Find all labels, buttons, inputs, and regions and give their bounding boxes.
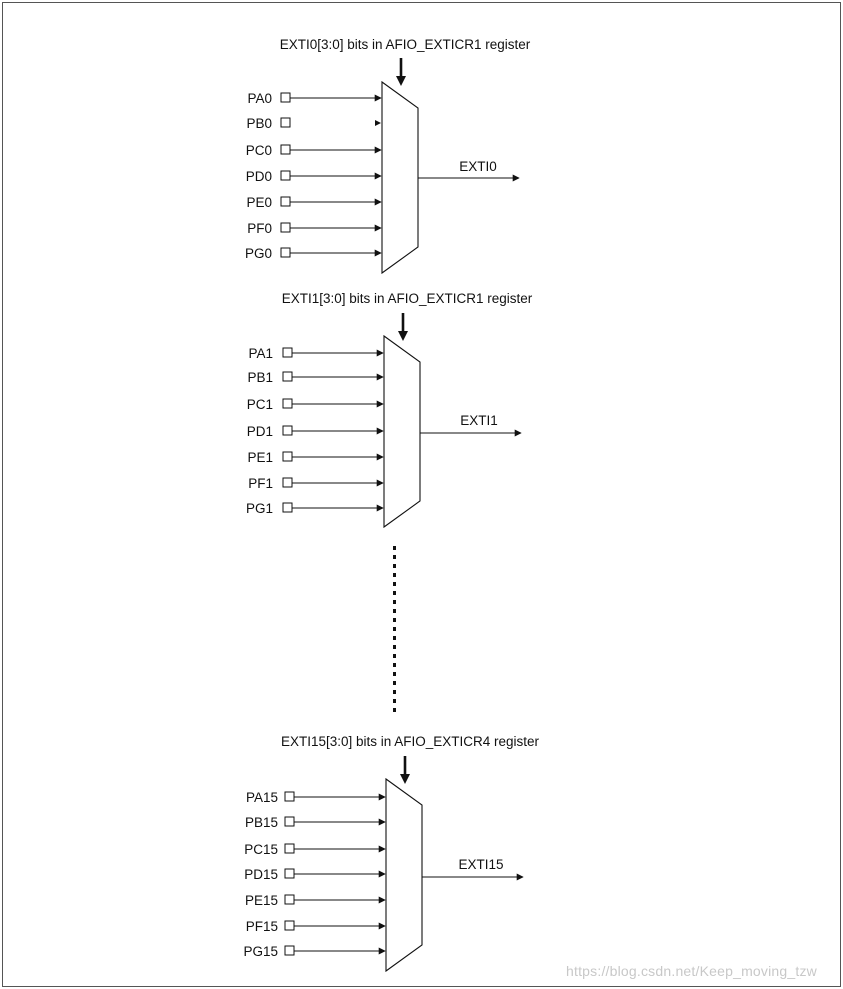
continuation-dot (393, 627, 396, 631)
pin-square (280, 117, 291, 128)
pin-square (280, 222, 291, 233)
input-pin-label: PD15 (244, 867, 278, 882)
input-pin-label: PA15 (246, 790, 278, 805)
input-pin-label: PB15 (245, 815, 278, 830)
input-pin-label: PE0 (246, 195, 272, 210)
continuation-dot (393, 582, 396, 586)
pin-square (282, 425, 293, 436)
continuation-dot (393, 618, 396, 622)
pin-square (280, 92, 291, 103)
continuation-dot (393, 663, 396, 667)
output-label: EXTI0 (459, 159, 497, 174)
input-pin-label: PG15 (243, 944, 278, 959)
watermark: https://blog.csdn.net/Keep_moving_tzw (566, 963, 817, 979)
continuation-dot (393, 600, 396, 604)
input-pin-label: PG1 (246, 501, 273, 516)
pin-square (282, 477, 293, 488)
continuation-dot (393, 708, 396, 712)
pin-square (284, 791, 295, 802)
input-pin-label: PG0 (245, 246, 272, 261)
pin-square (282, 502, 293, 513)
mux-group: EXTI15[3:0] bits in AFIO_EXTICR4 registe… (243, 734, 540, 973)
input-pin-label: PC15 (244, 842, 278, 857)
pin-square (280, 170, 291, 181)
select-arrow-head (396, 76, 406, 86)
input-pin-label: PC1 (247, 397, 273, 412)
continuation-dot (393, 690, 396, 694)
input-pin-label: PF15 (246, 919, 278, 934)
mux-group: EXTI0[3:0] bits in AFIO_EXTICR1 register… (245, 37, 531, 275)
continuation-dot (393, 609, 396, 613)
input-pin-label: PD0 (246, 169, 272, 184)
mux-group: EXTI1[3:0] bits in AFIO_EXTICR1 register… (246, 291, 533, 529)
register-label: EXTI15[3:0] bits in AFIO_EXTICR4 registe… (281, 734, 540, 749)
pin-square (280, 196, 291, 207)
input-pin-label: PB0 (246, 116, 272, 131)
pin-square (280, 144, 291, 155)
continuation-dot (393, 564, 396, 568)
register-label: EXTI0[3:0] bits in AFIO_EXTICR1 register (280, 37, 531, 52)
multiplexer-block (383, 334, 421, 529)
continuation-dot (393, 654, 396, 658)
input-arrow (375, 120, 381, 126)
pin-square (282, 398, 293, 409)
continuation-dot (393, 591, 396, 595)
continuation-dot (393, 681, 396, 685)
continuation-dot (393, 573, 396, 577)
select-arrow-head (400, 774, 410, 784)
pin-square (284, 843, 295, 854)
input-pin-label: PC0 (246, 143, 272, 158)
pin-square (284, 920, 295, 931)
multiplexer-block (381, 80, 419, 275)
pin-square (284, 868, 295, 879)
input-pin-label: PA0 (247, 91, 272, 106)
pin-square (280, 247, 291, 258)
pin-square (284, 945, 295, 956)
continuation-dot (393, 645, 396, 649)
pin-square (282, 451, 293, 462)
continuation-dot (393, 699, 396, 703)
input-pin-label: PF0 (247, 221, 272, 236)
pin-square (284, 816, 295, 827)
select-arrow-head (398, 331, 408, 341)
input-pin-label: PF1 (248, 476, 273, 491)
input-pin-label: PE1 (247, 450, 273, 465)
input-pin-label: PE15 (245, 893, 278, 908)
pin-square (282, 371, 293, 382)
input-pin-label: PD1 (247, 424, 273, 439)
output-label: EXTI1 (460, 413, 498, 428)
continuation-dot (393, 555, 396, 559)
continuation-dot (393, 636, 396, 640)
output-label: EXTI15 (458, 857, 503, 872)
input-pin-label: PA1 (248, 346, 273, 361)
input-pin-label: PB1 (247, 370, 273, 385)
continuation-dot (393, 546, 396, 550)
register-label: EXTI1[3:0] bits in AFIO_EXTICR1 register (282, 291, 533, 306)
pin-square (282, 347, 293, 358)
continuation-dots (393, 546, 396, 712)
pin-square (284, 894, 295, 905)
multiplexer-block (385, 777, 423, 973)
continuation-dot (393, 672, 396, 676)
